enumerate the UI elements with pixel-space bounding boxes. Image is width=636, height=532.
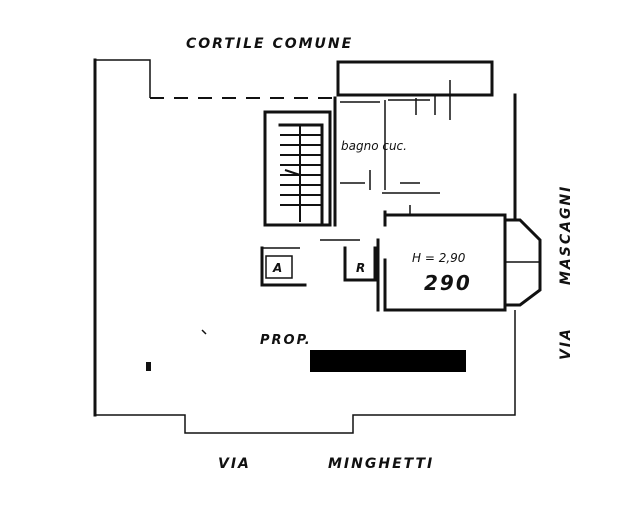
marker-r: R <box>356 261 367 275</box>
room-label: bagno cuc. <box>341 139 407 153</box>
marker-a: A <box>272 261 284 275</box>
bay-window <box>503 218 542 307</box>
marker-r-box <box>343 246 377 282</box>
marker-a-box <box>265 255 293 279</box>
right-street-name-label: MASCAGNI <box>558 185 574 285</box>
stairwell-outline <box>263 110 332 227</box>
small-mark <box>146 362 151 371</box>
top-left-boundary <box>95 59 151 98</box>
bottom-boundary <box>95 310 516 434</box>
bottom-street-via-label: VIA <box>218 456 251 472</box>
tick-mark <box>201 329 207 335</box>
height-note: H = 2,90 <box>412 251 466 265</box>
redaction-bar <box>310 350 466 372</box>
right-street-via-label: VIA <box>558 327 574 360</box>
main-room-outline <box>383 213 507 312</box>
entry-wall <box>260 246 307 287</box>
room-number: 290 <box>424 271 472 295</box>
bottom-street-name-label: MINGHETTI <box>328 456 434 472</box>
stairwell-inner <box>278 123 324 224</box>
stair-treads <box>280 125 322 222</box>
property-label: PROP. <box>260 333 312 348</box>
top-building-block <box>336 60 494 97</box>
top-street-label: CORTILE COMUNE <box>186 36 353 52</box>
